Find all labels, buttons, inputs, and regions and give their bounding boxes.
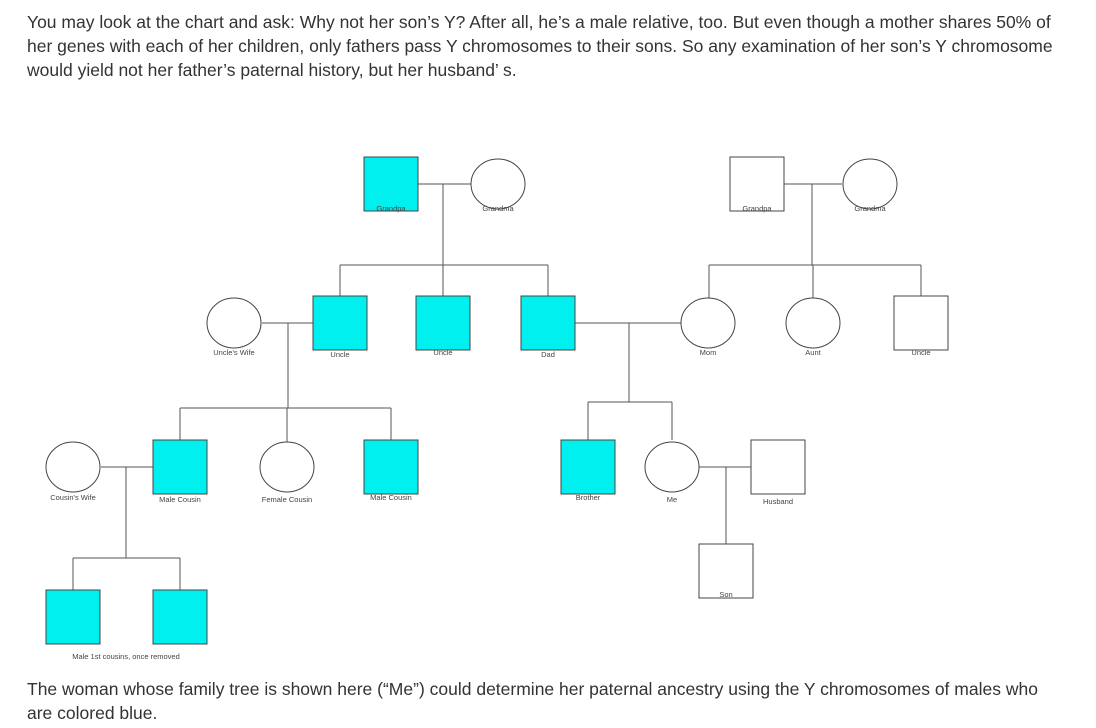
male-square-symbol (560, 439, 616, 495)
person-paternal-grandpa: Grandpa (363, 156, 419, 213)
person-male-cousin-1: Male Cousin (152, 439, 208, 504)
male-square-symbol (415, 295, 471, 351)
person-cousin-son-2 (152, 589, 208, 645)
person-brother: Brother (560, 439, 616, 502)
person-label: Mom (700, 348, 717, 357)
person-mom: Mom (680, 297, 736, 357)
male-square-symbol (312, 295, 368, 351)
person-label: Cousin's Wife (50, 493, 96, 502)
group-caption: Male 1st cousins, once removed (72, 652, 180, 661)
female-circle-symbol (785, 297, 841, 349)
person-cousin-son-1 (45, 589, 101, 645)
male-square-symbol (698, 543, 754, 599)
male-square-symbol (45, 589, 101, 645)
male-square-symbol (363, 156, 419, 212)
female-circle-symbol (259, 441, 315, 493)
male-square-symbol (893, 295, 949, 351)
person-maternal-grandpa: Grandpa (729, 156, 785, 213)
person-label: Aunt (805, 348, 821, 357)
male-square-symbol (152, 589, 208, 645)
person-me: Me (644, 441, 700, 504)
person-label: Husband (763, 497, 793, 506)
person-label: Me (667, 495, 677, 504)
female-circle-symbol (842, 158, 898, 210)
person-cousins-wife: Cousin's Wife (45, 441, 101, 502)
female-circle-symbol (680, 297, 736, 349)
female-circle-symbol (206, 297, 262, 349)
female-circle-symbol (470, 158, 526, 210)
person-label: Grandma (482, 204, 514, 213)
caption-paragraph: The woman whose family tree is shown her… (27, 679, 1038, 723)
person-female-cousin: Female Cousin (259, 441, 315, 504)
person-son: Son (698, 543, 754, 599)
person-label: Dad (541, 350, 555, 359)
person-label: Uncle (911, 348, 930, 357)
person-uncles-wife: Uncle's Wife (206, 297, 262, 357)
person-label: Male Cousin (159, 495, 201, 504)
person-dad: Dad (520, 295, 576, 359)
person-husband: Husband (750, 439, 806, 506)
male-square-symbol (363, 439, 419, 495)
female-circle-symbol (45, 441, 101, 493)
person-paternal-grandma: Grandma (470, 158, 526, 213)
person-label: Uncle (330, 350, 349, 359)
person-uncle-2: Uncle (415, 295, 471, 357)
person-label: Grandpa (742, 204, 772, 213)
person-label: Male Cousin (370, 493, 412, 502)
male-square-symbol (520, 295, 576, 351)
person-label: Brother (576, 493, 601, 502)
person-maternal-uncle: Uncle (893, 295, 949, 357)
male-square-symbol (152, 439, 208, 495)
person-label: Son (719, 590, 732, 599)
person-label: Female Cousin (262, 495, 312, 504)
female-circle-symbol (644, 441, 700, 493)
person-male-cousin-2: Male Cousin (363, 439, 419, 502)
pedigree-connectors (72, 183, 922, 590)
male-square-symbol (750, 439, 806, 495)
person-label: Grandma (854, 204, 886, 213)
person-label: Uncle's Wife (213, 348, 254, 357)
person-label: Uncle (433, 348, 452, 357)
intro-paragraph: You may look at the chart and ask: Why n… (27, 12, 1053, 80)
person-uncle-1: Uncle (312, 295, 368, 359)
person-aunt: Aunt (785, 297, 841, 357)
person-maternal-grandma: Grandma (842, 158, 898, 213)
person-label: Grandpa (376, 204, 406, 213)
male-square-symbol (729, 156, 785, 212)
